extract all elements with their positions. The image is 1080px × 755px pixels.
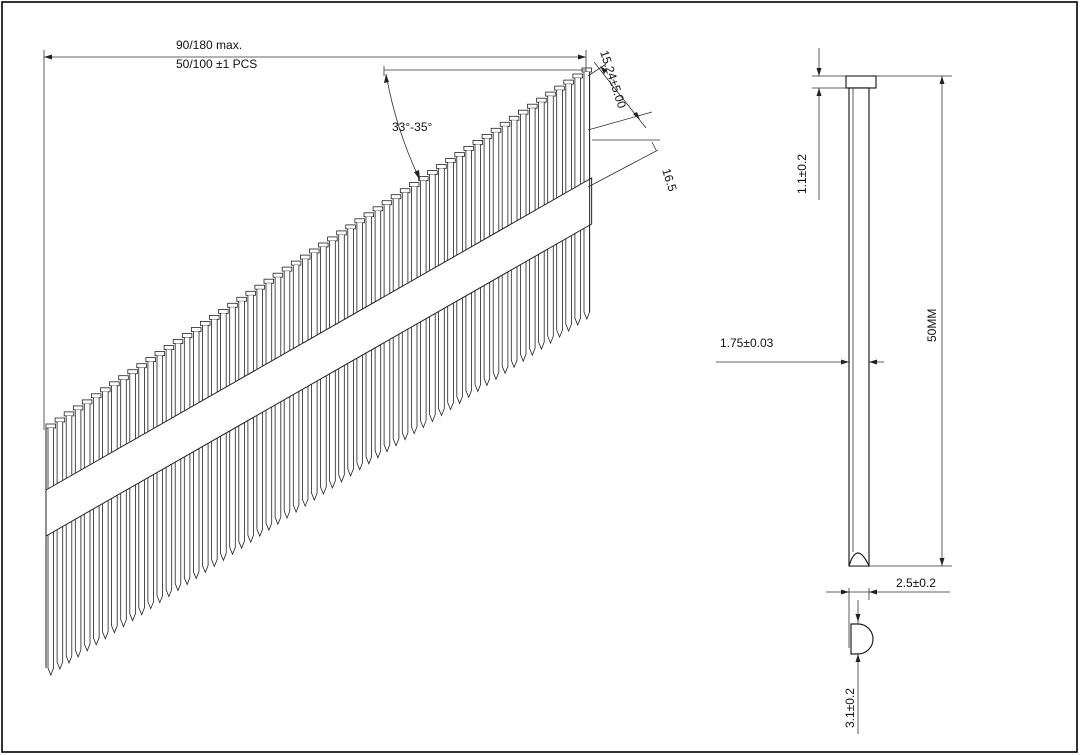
strip-nail (109, 381, 120, 634)
strip-nail (218, 308, 229, 562)
strip-nail (199, 320, 211, 574)
strip-nail (118, 375, 129, 628)
strip-nail (45, 423, 57, 677)
strip-nail (154, 351, 166, 604)
strip-nail (163, 345, 175, 598)
strip-nail (145, 357, 156, 610)
strip-nail (136, 363, 147, 616)
strip-nail (236, 296, 247, 550)
nail-head-end-view (850, 623, 874, 655)
strip-nail (100, 387, 111, 640)
nail-dimensions (716, 48, 952, 734)
strip-spacing-label: 15.24±5.00 (597, 49, 629, 111)
strip-nail (181, 333, 193, 586)
single-nail (845, 75, 877, 567)
strip-nail (172, 339, 184, 592)
strip-nail (54, 417, 66, 671)
nail-head-width-label: 2.5±0.2 (896, 576, 936, 590)
strip-nail (190, 327, 202, 580)
strip-nail (227, 302, 238, 556)
nail-shank (848, 87, 870, 567)
strip-nail (209, 314, 220, 568)
strip-band-label: 16.5 (659, 167, 680, 194)
nail-head-length-label: 3.1±0.2 (843, 688, 857, 728)
strip-dimensions (43, 50, 660, 430)
nail-length-label: 50MM (925, 309, 939, 342)
strip-nail (91, 393, 102, 646)
nail-point (848, 552, 870, 567)
nail-head-thickness-label: 1.1±0.2 (795, 154, 809, 194)
strip-length-label: 90/180 max. (176, 38, 242, 52)
strip-nail (127, 369, 138, 622)
collation-band (45, 177, 593, 537)
nail-shank-diameter-label: 1.75±0.03 (720, 336, 774, 350)
nail-strip (45, 67, 593, 677)
strip-nail (63, 411, 75, 664)
strip-nail (81, 399, 93, 652)
strip-count-label: 50/100 ±1 PCS (176, 57, 257, 71)
strip-angle-label: 33°-35° (392, 120, 432, 134)
strip-nail (72, 405, 84, 658)
nail-head (845, 75, 877, 89)
